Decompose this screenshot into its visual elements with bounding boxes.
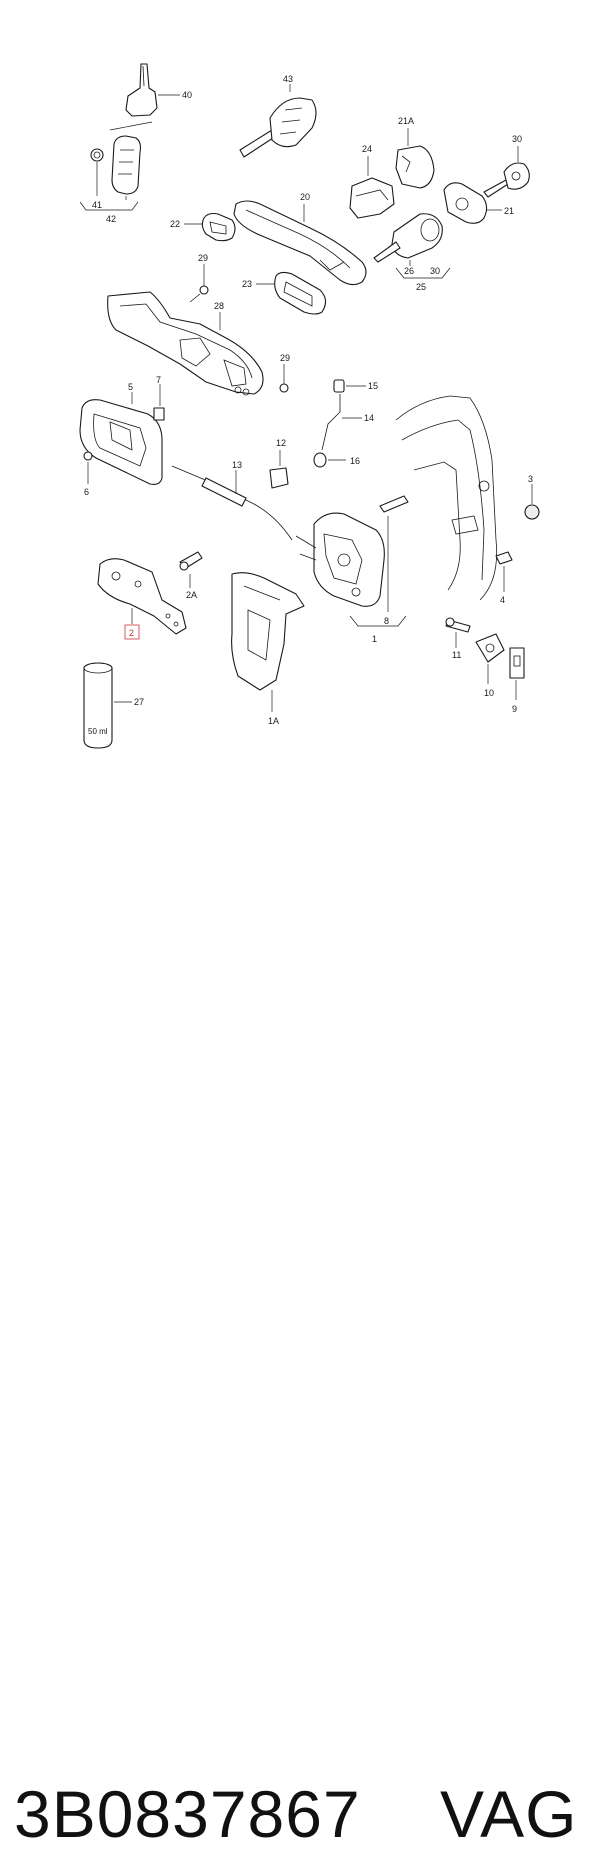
callout-28: 28 xyxy=(214,301,224,311)
callout-26: 26 xyxy=(404,266,414,276)
callout-8: 8 xyxy=(384,616,389,626)
callout-20: 20 xyxy=(300,192,310,202)
callout-5: 5 xyxy=(128,382,133,392)
parts-diagram: 40 43 41 42 21A 24 30 xyxy=(79,63,540,749)
callout-25: 25 xyxy=(416,282,426,292)
folding-key-part: 43 xyxy=(239,74,317,158)
can-volume-label: 50 ml xyxy=(88,727,108,736)
lock-housing-part: 21 xyxy=(443,182,514,224)
screw-2a-part: 2A xyxy=(179,551,203,600)
callout-6: 6 xyxy=(84,487,89,497)
callout-43: 43 xyxy=(283,74,293,84)
handle-carrier-part: 28 xyxy=(107,291,264,396)
gasket-23-part: 23 xyxy=(242,271,327,315)
callout-7: 7 xyxy=(156,375,161,385)
callout-2a: 2A xyxy=(186,590,197,600)
callout-29-lower: 29 xyxy=(280,353,290,363)
screw-29-upper: 29 xyxy=(189,253,209,303)
callout-23: 23 xyxy=(242,279,252,289)
callout-2: 2 xyxy=(129,628,134,638)
lock-cover-part: 21A 24 xyxy=(349,116,435,219)
callout-1a: 1A xyxy=(268,716,279,726)
key-blade-part: 40 xyxy=(125,63,192,117)
outer-handle-part: 20 xyxy=(233,192,367,286)
lock-bracket-part: 2 xyxy=(97,558,187,640)
clip-7-part: 7 xyxy=(153,375,165,421)
door-lock-part: 1 xyxy=(295,512,407,644)
screw-29-lower: 29 xyxy=(279,353,290,393)
part-number-text: 3B0837867 xyxy=(14,1777,361,1851)
callout-29-upper: 29 xyxy=(198,253,208,263)
lock-cover-1a-part: 1A xyxy=(231,572,305,726)
striker-8-part: 8 xyxy=(379,495,409,626)
highlight-box xyxy=(124,624,140,640)
callout-13: 13 xyxy=(232,460,242,470)
callout-27: 27 xyxy=(134,697,144,707)
lock-cylinder-part: 26 30 25 xyxy=(373,213,451,292)
callout-40: 40 xyxy=(182,90,192,100)
callout-3: 3 xyxy=(528,474,533,484)
inner-handle-part: 5 xyxy=(79,382,163,485)
grease-can-part: 27 50 ml xyxy=(83,662,144,749)
callout-42: 42 xyxy=(106,214,116,224)
remote-fob-part: 41 42 xyxy=(79,121,153,224)
callout-4: 4 xyxy=(500,595,505,605)
callout-12: 12 xyxy=(276,438,286,448)
bolt-4-part: 4 xyxy=(495,551,513,605)
door-pillar-outline xyxy=(395,395,497,601)
callout-21a: 21A xyxy=(398,116,414,126)
callout-24: 24 xyxy=(362,144,372,154)
callout-30-cyl: 30 xyxy=(430,266,440,276)
callout-15: 15 xyxy=(368,381,378,391)
callout-30-key: 30 xyxy=(512,134,522,144)
callout-41: 41 xyxy=(92,200,102,210)
grommet-3-part: 3 xyxy=(524,474,540,520)
key-30-part: 30 xyxy=(483,134,530,198)
callout-9: 9 xyxy=(512,704,517,714)
callout-11: 11 xyxy=(452,650,461,660)
cable-13-part: 13 xyxy=(171,460,293,541)
callout-14: 14 xyxy=(364,413,374,423)
callout-22: 22 xyxy=(170,219,180,229)
rod-assembly-part: 15 14 16 xyxy=(313,379,378,468)
screw-6-part: 6 xyxy=(83,451,93,497)
brand-text: VAG xyxy=(440,1777,578,1851)
footer: 3B0837867 VAG xyxy=(0,880,600,1851)
callout-21: 21 xyxy=(504,206,514,216)
callout-1: 1 xyxy=(372,634,377,644)
gasket-22-part: 22 xyxy=(170,212,236,242)
clip-12-part: 12 xyxy=(269,438,289,489)
callout-10: 10 xyxy=(484,688,494,698)
hinge-parts-group: 11 10 9 xyxy=(445,617,525,714)
callout-16: 16 xyxy=(350,456,360,466)
